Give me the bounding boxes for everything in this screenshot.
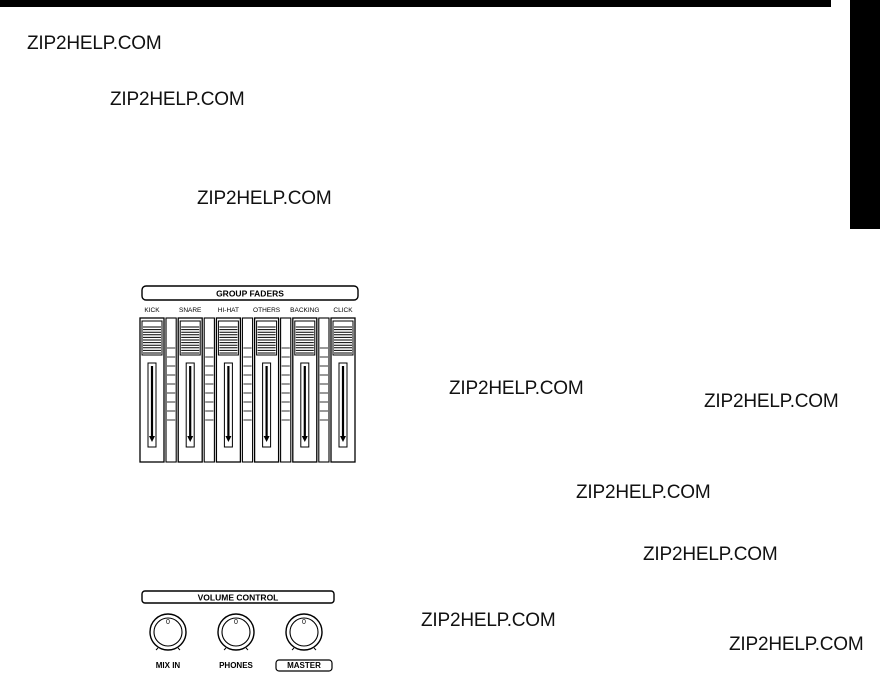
group-faders-title: GROUP FADERS [216, 289, 284, 299]
knob-zero-mark: 0 [302, 619, 306, 626]
fader-label: OTHERS [253, 307, 281, 314]
fader-arrow [340, 436, 346, 442]
watermark: ZIP2HELP.COM [110, 89, 245, 110]
knob-min-tick [223, 647, 227, 651]
master-label-box [275, 659, 333, 672]
fader-handle[interactable] [256, 320, 278, 356]
fader-handle[interactable] [217, 320, 239, 356]
fader-scale [241, 317, 254, 463]
fader-label: CLICK [333, 307, 353, 314]
fader-label: HI-HAT [218, 307, 239, 314]
watermark: ZIP2HELP.COM [197, 188, 332, 209]
watermark: ZIP2HELP.COM [27, 33, 162, 54]
watermark: ZIP2HELP.COM [421, 610, 556, 631]
fader-label: SNARE [179, 307, 202, 314]
watermark: ZIP2HELP.COM [449, 378, 584, 399]
fader-scale [203, 317, 215, 463]
fader-arrow [187, 436, 194, 442]
fader-handle[interactable] [332, 320, 354, 356]
fader-handle[interactable] [141, 320, 163, 356]
knob-inner [221, 617, 251, 647]
fader-arrow [149, 436, 155, 442]
group-faders-panel: GROUP FADERS KICK SNARE HI-HAT OTHERS BACKIN… [139, 285, 359, 463]
watermark: ZIP2HELP.COM [643, 544, 778, 565]
fader-arrow [225, 436, 232, 442]
fader-handle[interactable] [294, 320, 316, 356]
volume-control-title-box [141, 590, 335, 604]
knob-label: PHONES [219, 661, 253, 670]
knob-max-tick [177, 647, 181, 651]
knob-inner [289, 617, 319, 647]
knob-inner [153, 617, 183, 647]
fader-label: KICK [144, 307, 160, 314]
fader-handle[interactable] [179, 320, 201, 356]
fader-arrow [301, 436, 308, 442]
knob-label: MASTER [287, 661, 321, 670]
watermark: ZIP2HELP.COM [729, 634, 864, 655]
knob-min-tick [155, 647, 159, 651]
watermark: ZIP2HELP.COM [576, 482, 711, 503]
knob-zero-mark: 0 [234, 619, 238, 626]
volume-control-title: VOLUME CONTROL [198, 593, 279, 603]
knob-zero-mark: 0 [166, 619, 170, 626]
side-tab-marker [850, 0, 880, 229]
knob-max-tick [245, 647, 249, 651]
knob-max-tick [313, 647, 317, 651]
watermark: ZIP2HELP.COM [704, 391, 839, 412]
fader-scale [165, 317, 177, 463]
group-faders-title-box [141, 285, 359, 301]
knob-label: MIX IN [156, 661, 181, 670]
fader-arrow [263, 436, 270, 442]
fader-label: BACKING [290, 307, 319, 314]
knob-min-tick [291, 647, 295, 651]
fader-scale [280, 317, 292, 463]
top-rule [0, 0, 831, 7]
fader-scale [318, 317, 330, 463]
